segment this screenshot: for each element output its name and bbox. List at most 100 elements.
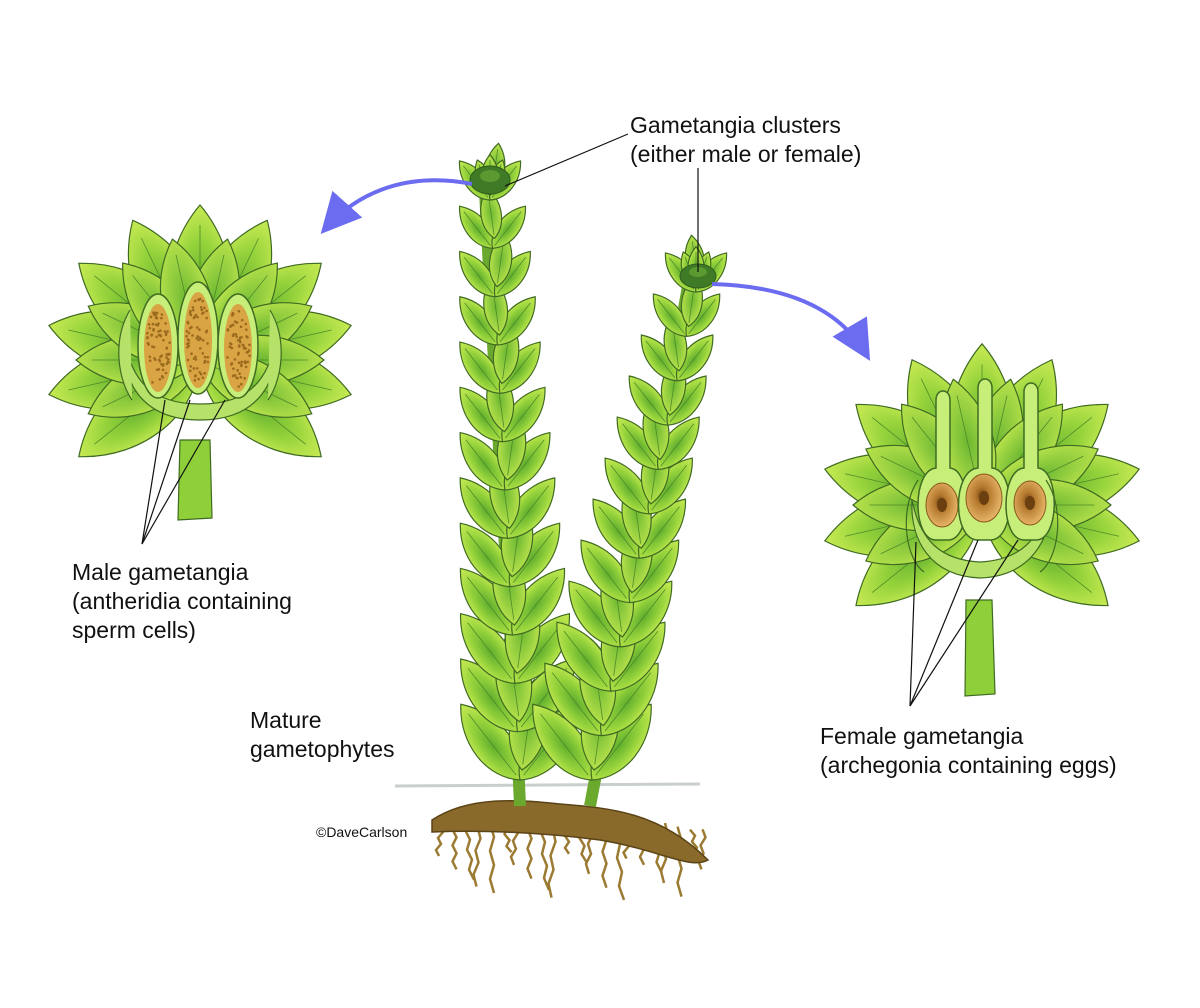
sperm-cell — [245, 323, 248, 326]
female-rosette-cross-section — [818, 344, 1147, 696]
sperm-cell — [246, 336, 249, 339]
sperm-cell — [150, 316, 153, 319]
sperm-cell — [243, 377, 246, 380]
sperm-cell — [232, 312, 235, 315]
rhizoid — [453, 829, 457, 869]
sperm-cell — [207, 356, 210, 359]
sperm-cell — [232, 324, 235, 327]
sperm-cell — [159, 356, 162, 359]
sperm-cell — [162, 368, 165, 371]
sperm-cell — [241, 319, 244, 322]
sperm-cell — [165, 353, 168, 356]
rhizoid — [540, 830, 549, 890]
sperm-cell — [201, 312, 204, 315]
sperm-cell — [167, 358, 170, 361]
label-male-gametangia: Male gametangia (antheridia containing s… — [72, 558, 292, 645]
sperm-cell — [240, 383, 243, 386]
sperm-cell — [238, 339, 241, 342]
label-line: Mature — [250, 706, 394, 735]
sperm-cell — [191, 334, 194, 337]
sperm-cell — [238, 345, 241, 348]
sperm-cell — [232, 375, 235, 378]
sperm-cell — [240, 364, 243, 367]
sperm-cell — [200, 306, 203, 309]
sperm-cell — [204, 356, 207, 359]
sperm-cell — [190, 352, 193, 355]
sperm-cell — [156, 312, 159, 315]
sperm-cell — [248, 349, 251, 352]
sperm-cell — [203, 361, 206, 364]
sperm-cell — [164, 330, 167, 333]
sperm-cell — [236, 321, 239, 324]
sperm-cell — [194, 379, 197, 382]
arrow-to-male — [326, 180, 472, 228]
sperm-cell — [234, 358, 237, 361]
sperm-cell — [190, 314, 193, 317]
sperm-cell — [202, 339, 205, 342]
sperm-cell — [148, 327, 151, 330]
sperm-cell — [206, 330, 209, 333]
sperm-cell — [194, 374, 197, 377]
sperm-cell — [190, 326, 193, 329]
sperm-cell — [202, 376, 205, 379]
sperm-cell — [158, 334, 161, 337]
sperm-cell — [246, 361, 249, 364]
sperm-cell — [158, 359, 161, 362]
sperm-cell — [194, 355, 197, 358]
sperm-cell — [201, 300, 204, 303]
ground-line — [395, 784, 700, 786]
sperm-cell — [198, 328, 201, 331]
sperm-cell — [226, 356, 229, 359]
sperm-cell — [240, 376, 243, 379]
left-apical-cluster — [470, 166, 510, 194]
sperm-cell — [196, 326, 199, 329]
sperm-cell — [149, 355, 152, 358]
sperm-cell — [149, 359, 152, 362]
sperm-cell — [195, 358, 198, 361]
sperm-cell — [205, 317, 208, 320]
sperm-cell — [245, 328, 248, 331]
male-rosette-cross-section — [42, 205, 358, 520]
sperm-cell — [235, 333, 238, 336]
sperm-cell — [235, 335, 238, 338]
sperm-cell — [232, 334, 235, 337]
sperm-cell — [187, 359, 190, 362]
sperm-cell — [155, 336, 158, 339]
label-female-gametangia: Female gametangia (archegonia containing… — [820, 722, 1117, 780]
sperm-cell — [152, 323, 155, 326]
sperm-cell — [155, 317, 158, 320]
sperm-cell — [248, 354, 251, 357]
sperm-cell — [187, 342, 190, 345]
label-line: Gametangia clusters — [630, 111, 861, 140]
sperm-cell — [192, 306, 195, 309]
sperm-cell — [201, 352, 204, 355]
rhizoid — [474, 827, 481, 887]
sperm-cell — [189, 310, 192, 313]
sperm-cell — [162, 376, 165, 379]
sperm-cell — [165, 372, 168, 375]
sperm-cell — [189, 370, 192, 373]
sperm-cell — [158, 368, 161, 371]
sperm-cell — [160, 317, 163, 320]
sperm-cell — [237, 385, 240, 388]
sperm-cell — [243, 347, 246, 350]
sperm-cell — [246, 351, 249, 354]
sperm-cell — [238, 372, 241, 375]
sperm-cell — [205, 310, 208, 313]
rhizoid — [490, 823, 494, 893]
sperm-cell — [198, 371, 201, 374]
sperm-cell — [229, 325, 232, 328]
sperm-cell — [194, 300, 197, 303]
rhizoid — [699, 829, 706, 869]
sperm-cell — [167, 361, 170, 364]
sperm-cell — [166, 330, 169, 333]
antheridium — [138, 294, 178, 398]
sperm-cell — [188, 339, 191, 342]
sperm-cell — [162, 339, 165, 342]
label-line: sperm cells) — [72, 616, 292, 645]
sperm-cell — [229, 345, 232, 348]
rhizoid — [528, 829, 532, 879]
sperm-cell — [154, 314, 157, 317]
rhizome — [432, 801, 708, 863]
